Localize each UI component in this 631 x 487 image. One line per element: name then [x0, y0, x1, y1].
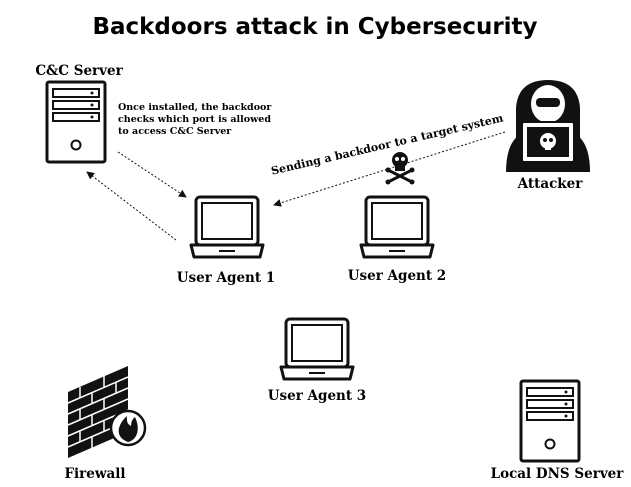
skull-crossbones-icon [385, 152, 415, 185]
backdoor-note-line-3: to access C&C Server [118, 126, 232, 137]
user-agent-2-label: User Agent 2 [348, 268, 446, 284]
firewall-label: Firewall [64, 466, 125, 482]
agent1-to-cc-arrow [86, 171, 177, 241]
user-agent-2-laptop-icon [359, 195, 435, 259]
cc-server-icon [45, 80, 107, 164]
user-agent-3-laptop-icon [279, 317, 355, 381]
backdoor-note-line-2: checks which port is allowed [118, 114, 271, 125]
user-agent-1-label: User Agent 1 [177, 270, 275, 286]
local-dns-server-icon [519, 379, 581, 463]
user-agent-3-label: User Agent 3 [268, 388, 366, 404]
user-agent-1-laptop-icon [189, 195, 265, 259]
cc-to-agent1-arrow [117, 151, 187, 198]
backdoor-note-line-1: Once installed, the backdoor [118, 102, 272, 113]
local-dns-server-label: Local DNS Server [491, 466, 625, 482]
hooded-hacker-icon [506, 80, 590, 172]
cc-server-label: C&C Server [35, 63, 123, 79]
diagram-title: Backdoors attack in Cybersecurity [92, 14, 537, 40]
attacker-label: Attacker [517, 176, 584, 192]
firewall-icon [67, 366, 147, 458]
